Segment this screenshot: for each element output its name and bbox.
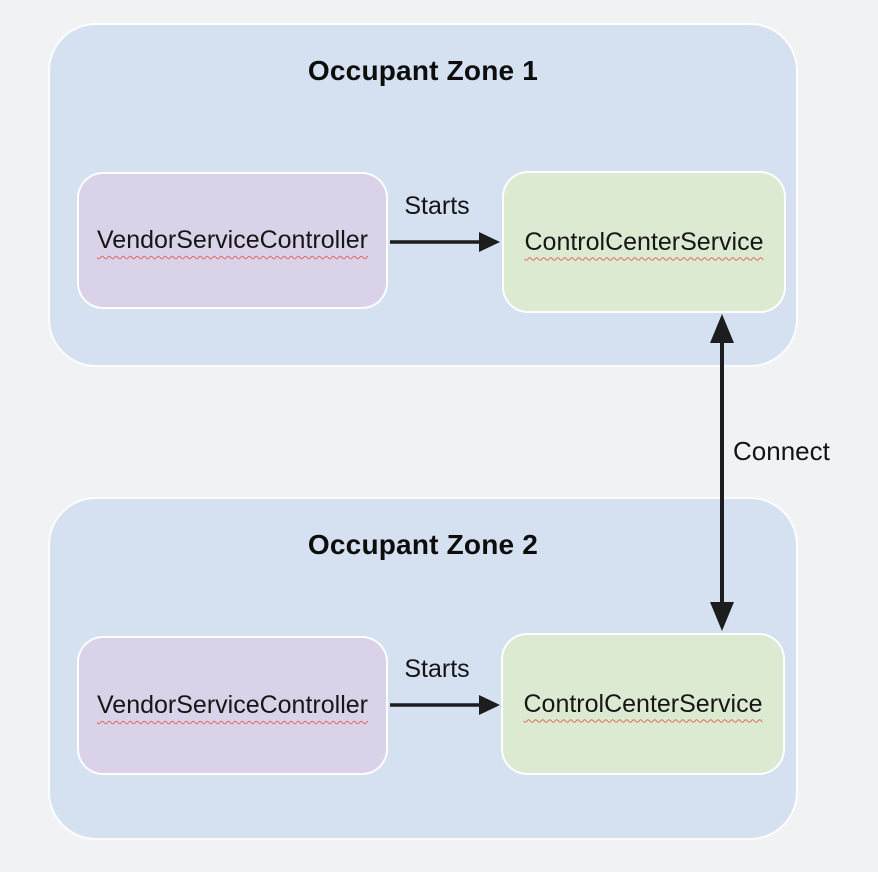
vendor-service-controller-node-zone2: VendorServiceController	[77, 636, 388, 775]
connect-label: Connect	[733, 436, 830, 466]
node-label: ControlCenterService	[524, 227, 764, 256]
node-label: ControlCenterService	[523, 689, 763, 718]
starts-label-zone1: Starts	[404, 192, 470, 220]
zone-1-title: Occupant Zone 1	[307, 55, 539, 86]
zone-2-title: Occupant Zone 2	[307, 529, 539, 560]
starts-label-zone2: Starts	[404, 655, 470, 683]
node-label: VendorServiceController	[97, 691, 368, 719]
vendor-service-controller-node-zone1: VendorServiceController	[77, 172, 388, 309]
node-label: VendorServiceController	[97, 226, 368, 254]
control-center-service-node-zone1: ControlCenterService	[502, 171, 786, 313]
control-center-service-node-zone2: ControlCenterService	[501, 633, 785, 775]
